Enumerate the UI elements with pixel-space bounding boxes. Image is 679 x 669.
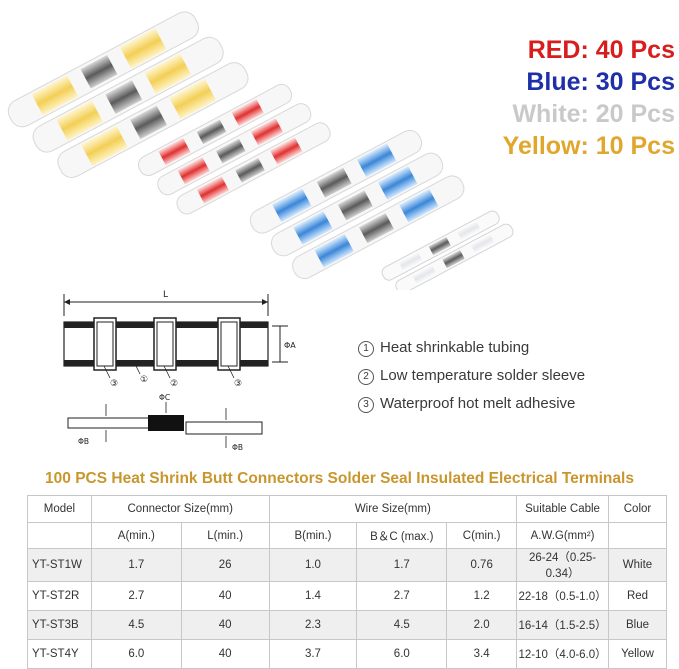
diagram-legend: 1 Heat shrinkable tubing 2 Low temperature… <box>358 334 585 418</box>
dimension-a-label: ΦA <box>284 341 296 350</box>
table-header-row: Model Connector Size(mm) Wire Size(mm) S… <box>27 495 667 523</box>
cell-l: 40 <box>180 610 270 640</box>
cell-awg: 16-14（1.5-2.5） <box>516 610 609 640</box>
cell-c: 3.4 <box>446 639 518 669</box>
cell-a: 6.0 <box>90 639 182 669</box>
cell-b: 1.4 <box>268 581 358 611</box>
header-connector-size: Connector Size(mm) <box>90 495 270 523</box>
cell-bc: 2.7 <box>356 581 448 611</box>
legend-text: Waterproof hot melt adhesive <box>380 395 576 412</box>
legend-text: Heat shrinkable tubing <box>380 339 530 356</box>
cell-c: 1.2 <box>446 581 518 611</box>
table-row: YT-ST4Y 6.0 40 3.7 6.0 3.4 12-10（4.0-6.0… <box>27 639 667 669</box>
cell-a: 2.7 <box>90 581 182 611</box>
cell-bc: 1.7 <box>356 548 448 582</box>
subheader-empty <box>27 522 92 549</box>
cell-l: 40 <box>180 639 270 669</box>
table-row: YT-ST1W 1.7 26 1.0 1.7 0.76 26-24（0.25-0… <box>27 548 667 582</box>
connector-diagram: L ΦA ③ ① ② ③ <box>40 282 340 457</box>
count-white: White: 20 Pcs <box>512 100 675 128</box>
cell-color: Yellow <box>608 639 667 669</box>
red-connectors <box>137 83 331 215</box>
cell-a: 4.5 <box>90 610 182 640</box>
subheader-awg: A.W.G(mm²) <box>516 522 609 549</box>
cell-b: 2.3 <box>268 610 358 640</box>
table-row: YT-ST2R 2.7 40 1.4 2.7 1.2 22-18（0.5-1.0… <box>27 581 667 611</box>
subheader-b: B(min.) <box>268 522 358 549</box>
legend-item-1: 1 Heat shrinkable tubing <box>358 334 585 362</box>
legend-item-3: 3 Waterproof hot melt adhesive <box>358 390 585 418</box>
dimension-c-label: ΦC <box>159 393 170 402</box>
callout-1: ① <box>140 375 148 385</box>
header-color: Color <box>608 495 667 523</box>
cell-b: 3.7 <box>268 639 358 669</box>
count-red: RED: 40 Pcs <box>527 36 675 64</box>
cell-l: 26 <box>180 548 270 582</box>
count-yellow: Yellow: 10 Pcs <box>502 132 675 160</box>
dimension-b-left-label: ΦB <box>78 437 89 446</box>
subheader-bc: B＆C (max.) <box>356 522 448 549</box>
cell-model: YT-ST1W <box>27 548 92 582</box>
cell-c: 0.76 <box>446 548 518 582</box>
quantity-list: RED: 40 Pcs Blue: 30 Pcs White: 20 Pcs Y… <box>470 34 675 162</box>
callout-3-left: ③ <box>110 379 118 389</box>
product-photo <box>0 0 679 290</box>
cell-c: 2.0 <box>446 610 518 640</box>
cell-a: 1.7 <box>90 548 182 582</box>
cell-b: 1.0 <box>268 548 358 582</box>
cell-model: YT-ST4Y <box>27 639 92 669</box>
legend-number: 2 <box>358 369 374 385</box>
cell-awg: 22-18（0.5-1.0） <box>516 581 609 611</box>
cell-model: YT-ST3B <box>27 610 92 640</box>
header-wire-size: Wire Size(mm) <box>268 495 518 523</box>
cell-color: White <box>608 548 667 582</box>
header-suitable-cable: Suitable Cable <box>516 495 609 523</box>
subheader-l: L(min.) <box>180 522 270 549</box>
dimension-l-label: L <box>163 290 168 300</box>
cell-l: 40 <box>180 581 270 611</box>
cell-model: YT-ST2R <box>27 581 92 611</box>
legend-item-2: 2 Low temperature solder sleeve <box>358 362 585 390</box>
spec-table: Model Connector Size(mm) Wire Size(mm) S… <box>27 495 667 669</box>
wire-joint <box>67 402 263 448</box>
header-model: Model <box>27 495 92 523</box>
legend-number: 1 <box>358 341 374 357</box>
subheader-c: C(min.) <box>446 522 518 549</box>
subheader-empty <box>608 522 667 549</box>
tube-body <box>63 317 269 371</box>
cell-color: Blue <box>608 610 667 640</box>
cross-section-drawing: L ΦA ③ ① ② ③ <box>63 290 296 452</box>
count-blue: Blue: 30 Pcs <box>526 68 675 96</box>
table-row: YT-ST3B 4.5 40 2.3 4.5 2.0 16-14（1.5-2.5… <box>27 610 667 640</box>
callout-2: ② <box>170 379 178 389</box>
legend-number: 3 <box>358 397 374 413</box>
legend-text: Low temperature solder sleeve <box>380 367 586 384</box>
dimension-b-right-label: ΦB <box>232 443 243 452</box>
callout-3-right: ③ <box>234 379 242 389</box>
cell-awg: 12-10（4.0-6.0） <box>516 639 609 669</box>
table-title: 100 PCS Heat Shrink Butt Connectors Sold… <box>45 470 634 487</box>
cell-bc: 6.0 <box>356 639 448 669</box>
white-connectors <box>381 210 514 290</box>
cell-color: Red <box>608 581 667 611</box>
table-subheader-row: A(min.) L(min.) B(min.) B＆C (max.) C(min… <box>27 522 667 549</box>
cell-awg: 26-24（0.25-0.34） <box>516 548 609 582</box>
subheader-a: A(min.) <box>90 522 182 549</box>
blue-connectors <box>249 129 465 280</box>
yellow-connectors <box>7 11 249 178</box>
connectors-illustration <box>7 11 514 290</box>
cell-bc: 4.5 <box>356 610 448 640</box>
